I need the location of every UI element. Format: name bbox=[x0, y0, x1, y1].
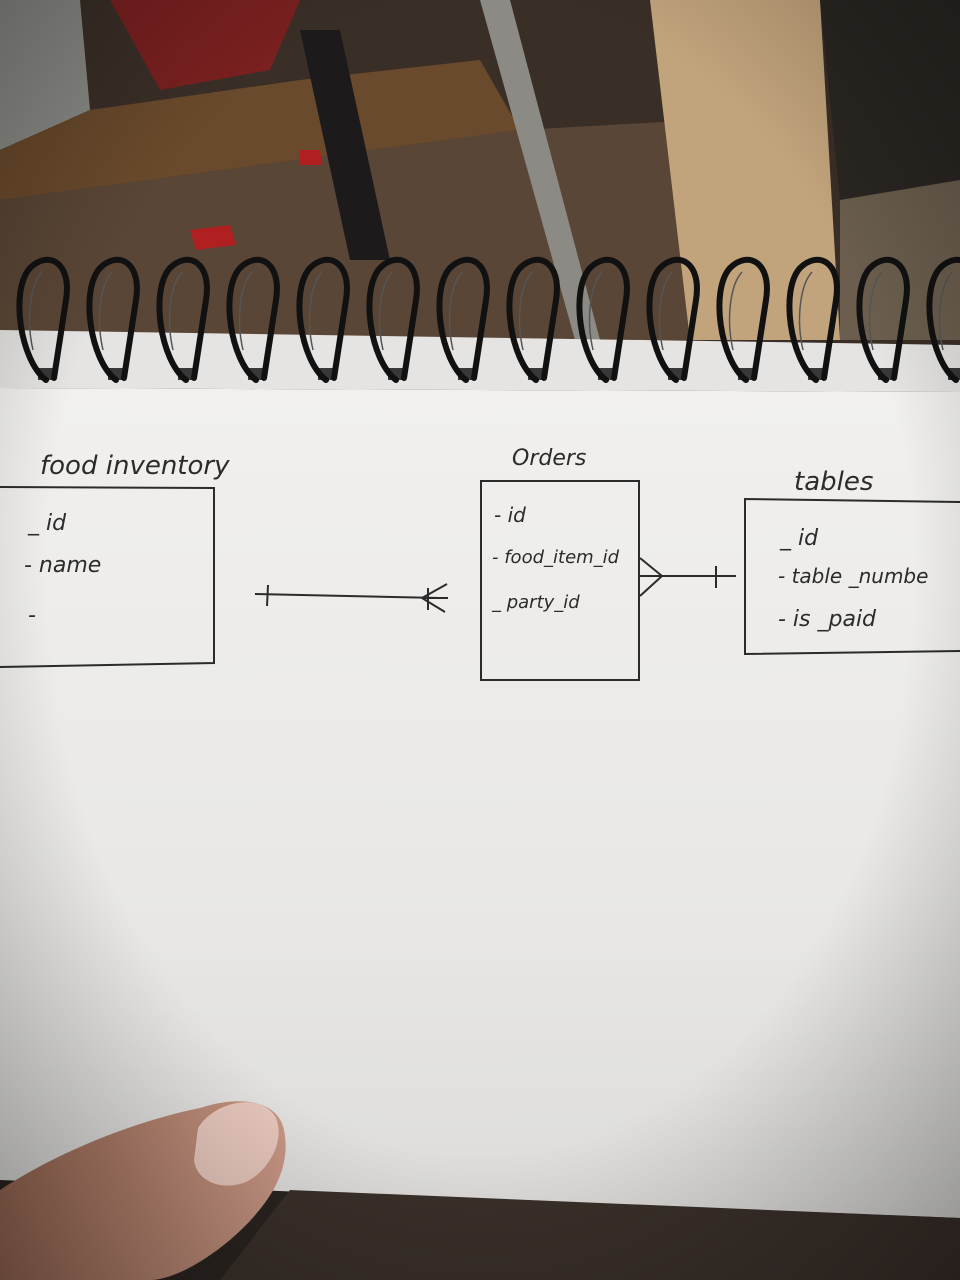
entity-field: _ id bbox=[779, 526, 819, 551]
entity-field: - bbox=[28, 603, 36, 628]
entity-field: _ id bbox=[27, 511, 67, 536]
entity-field: _ party_id bbox=[491, 592, 580, 613]
entity-title-orders: Orders bbox=[512, 446, 586, 471]
entity-field: - food_item_id bbox=[492, 547, 620, 568]
entity-field: - name bbox=[24, 553, 101, 578]
entity-title-food-inventory: food inventory bbox=[40, 451, 230, 481]
entity-title-tables: tables bbox=[794, 467, 873, 497]
entity-field: - id bbox=[494, 503, 526, 527]
entity-field: - is _paid bbox=[778, 607, 877, 632]
entity-field: - table _numbe bbox=[778, 564, 928, 588]
one-marker bbox=[266, 584, 269, 607]
